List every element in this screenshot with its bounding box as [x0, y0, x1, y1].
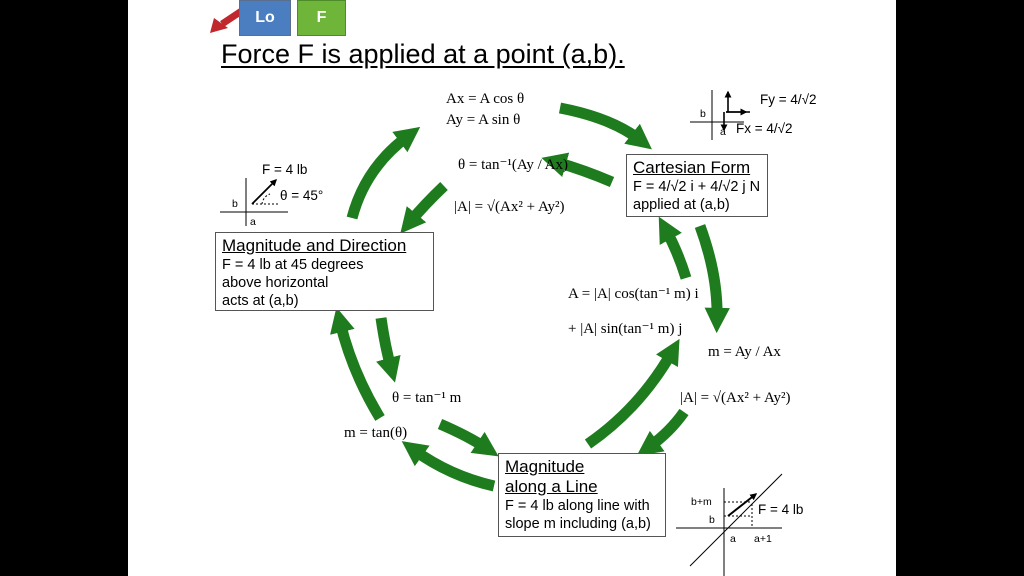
f-button[interactable]: F: [297, 0, 346, 36]
polar-sketch: [220, 178, 288, 226]
line-a1-label: a+1: [754, 533, 772, 545]
arrow-left-up-to-md: [330, 307, 385, 421]
box-line: slope m including (a,b): [505, 516, 651, 532]
box-heading: Magnitude and Direction: [222, 236, 407, 255]
polar-a-label: a: [250, 216, 256, 228]
eq-vector-a-line1: A = |A| cos(tan⁻¹ m) i: [568, 286, 699, 302]
arrow-cartesian-to-atan: [541, 152, 615, 188]
eq-m-tan: m = tan(θ): [344, 425, 408, 441]
eq-vector-a-line2: + |A| sin(tan⁻¹ m) j: [568, 321, 683, 337]
comp-a-label: a: [720, 126, 726, 138]
magnitude-direction-box: Magnitude and Direction F = 4 lb at 45 d…: [215, 232, 434, 311]
arrow-md-down-inner: [375, 317, 401, 383]
page-title: Force F is applied at a point (a,b).: [221, 39, 625, 69]
arrow-line-to-left: [401, 441, 496, 492]
eq-ax: Ax = A cos θ: [446, 91, 525, 107]
box-heading: Cartesian Form: [633, 158, 751, 177]
arrow-cartesian-down: [694, 224, 730, 334]
component-sketch: [690, 90, 750, 140]
box-line: above horizontal: [222, 275, 329, 291]
eq-m-ratio: m = Ay / Ax: [708, 344, 781, 360]
polar-b-label: b: [232, 198, 238, 210]
line-a-label: a: [730, 533, 736, 545]
box-line: F = 4/√2 i + 4/√2 j N: [633, 179, 761, 195]
arrow-top-to-cartesian: [558, 102, 652, 150]
arrow-inner-to-line: [437, 418, 499, 457]
arrow-md-to-top: [346, 126, 421, 220]
fx-label: Fx = 4/√2: [736, 121, 793, 136]
eq-magnitude-right: |A| = √(Ax² + Ay²): [680, 390, 791, 406]
comp-b-label: b: [700, 108, 706, 120]
magnitude-along-line-box: Magnitude along a Line F = 4 lb along li…: [498, 453, 666, 537]
arrow-line-up-inner: [584, 338, 680, 449]
eq-theta-m: θ = tan⁻¹ m: [392, 390, 462, 406]
eq-ay: Ay = A sin θ: [446, 112, 521, 128]
polar-force-label: F = 4 lb: [262, 162, 308, 177]
arrow-inner-to-cartesian: [658, 216, 692, 280]
cartesian-form-box: Cartesian Form F = 4/√2 i + 4/√2 j N app…: [626, 154, 768, 217]
line-b-label: b: [709, 514, 715, 526]
fy-label: Fy = 4/√2: [760, 92, 817, 107]
box-line: F = 4 lb at 45 degrees: [222, 257, 364, 273]
arrow-inner-to-md: [400, 182, 448, 234]
box-line: F = 4 lb along line with: [505, 498, 650, 514]
box-heading: Magnitude: [505, 457, 585, 476]
box-heading: along a Line: [505, 477, 598, 496]
lo-button[interactable]: Lo: [239, 0, 291, 36]
eq-theta-atan: θ = tan⁻¹(Ay / Ax): [458, 157, 569, 173]
eq-magnitude-left: |A| = √(Ax² + Ay²): [454, 199, 565, 215]
box-line: applied at (a,b): [633, 197, 730, 213]
box-line: acts at (a,b): [222, 293, 299, 309]
line-force-label: F = 4 lb: [758, 502, 804, 517]
arrow-right-to-line: [636, 408, 689, 456]
line-bm-label: b+m: [691, 496, 712, 508]
line-sketch: [676, 473, 783, 576]
polar-angle-label: θ = 45°: [280, 188, 324, 203]
